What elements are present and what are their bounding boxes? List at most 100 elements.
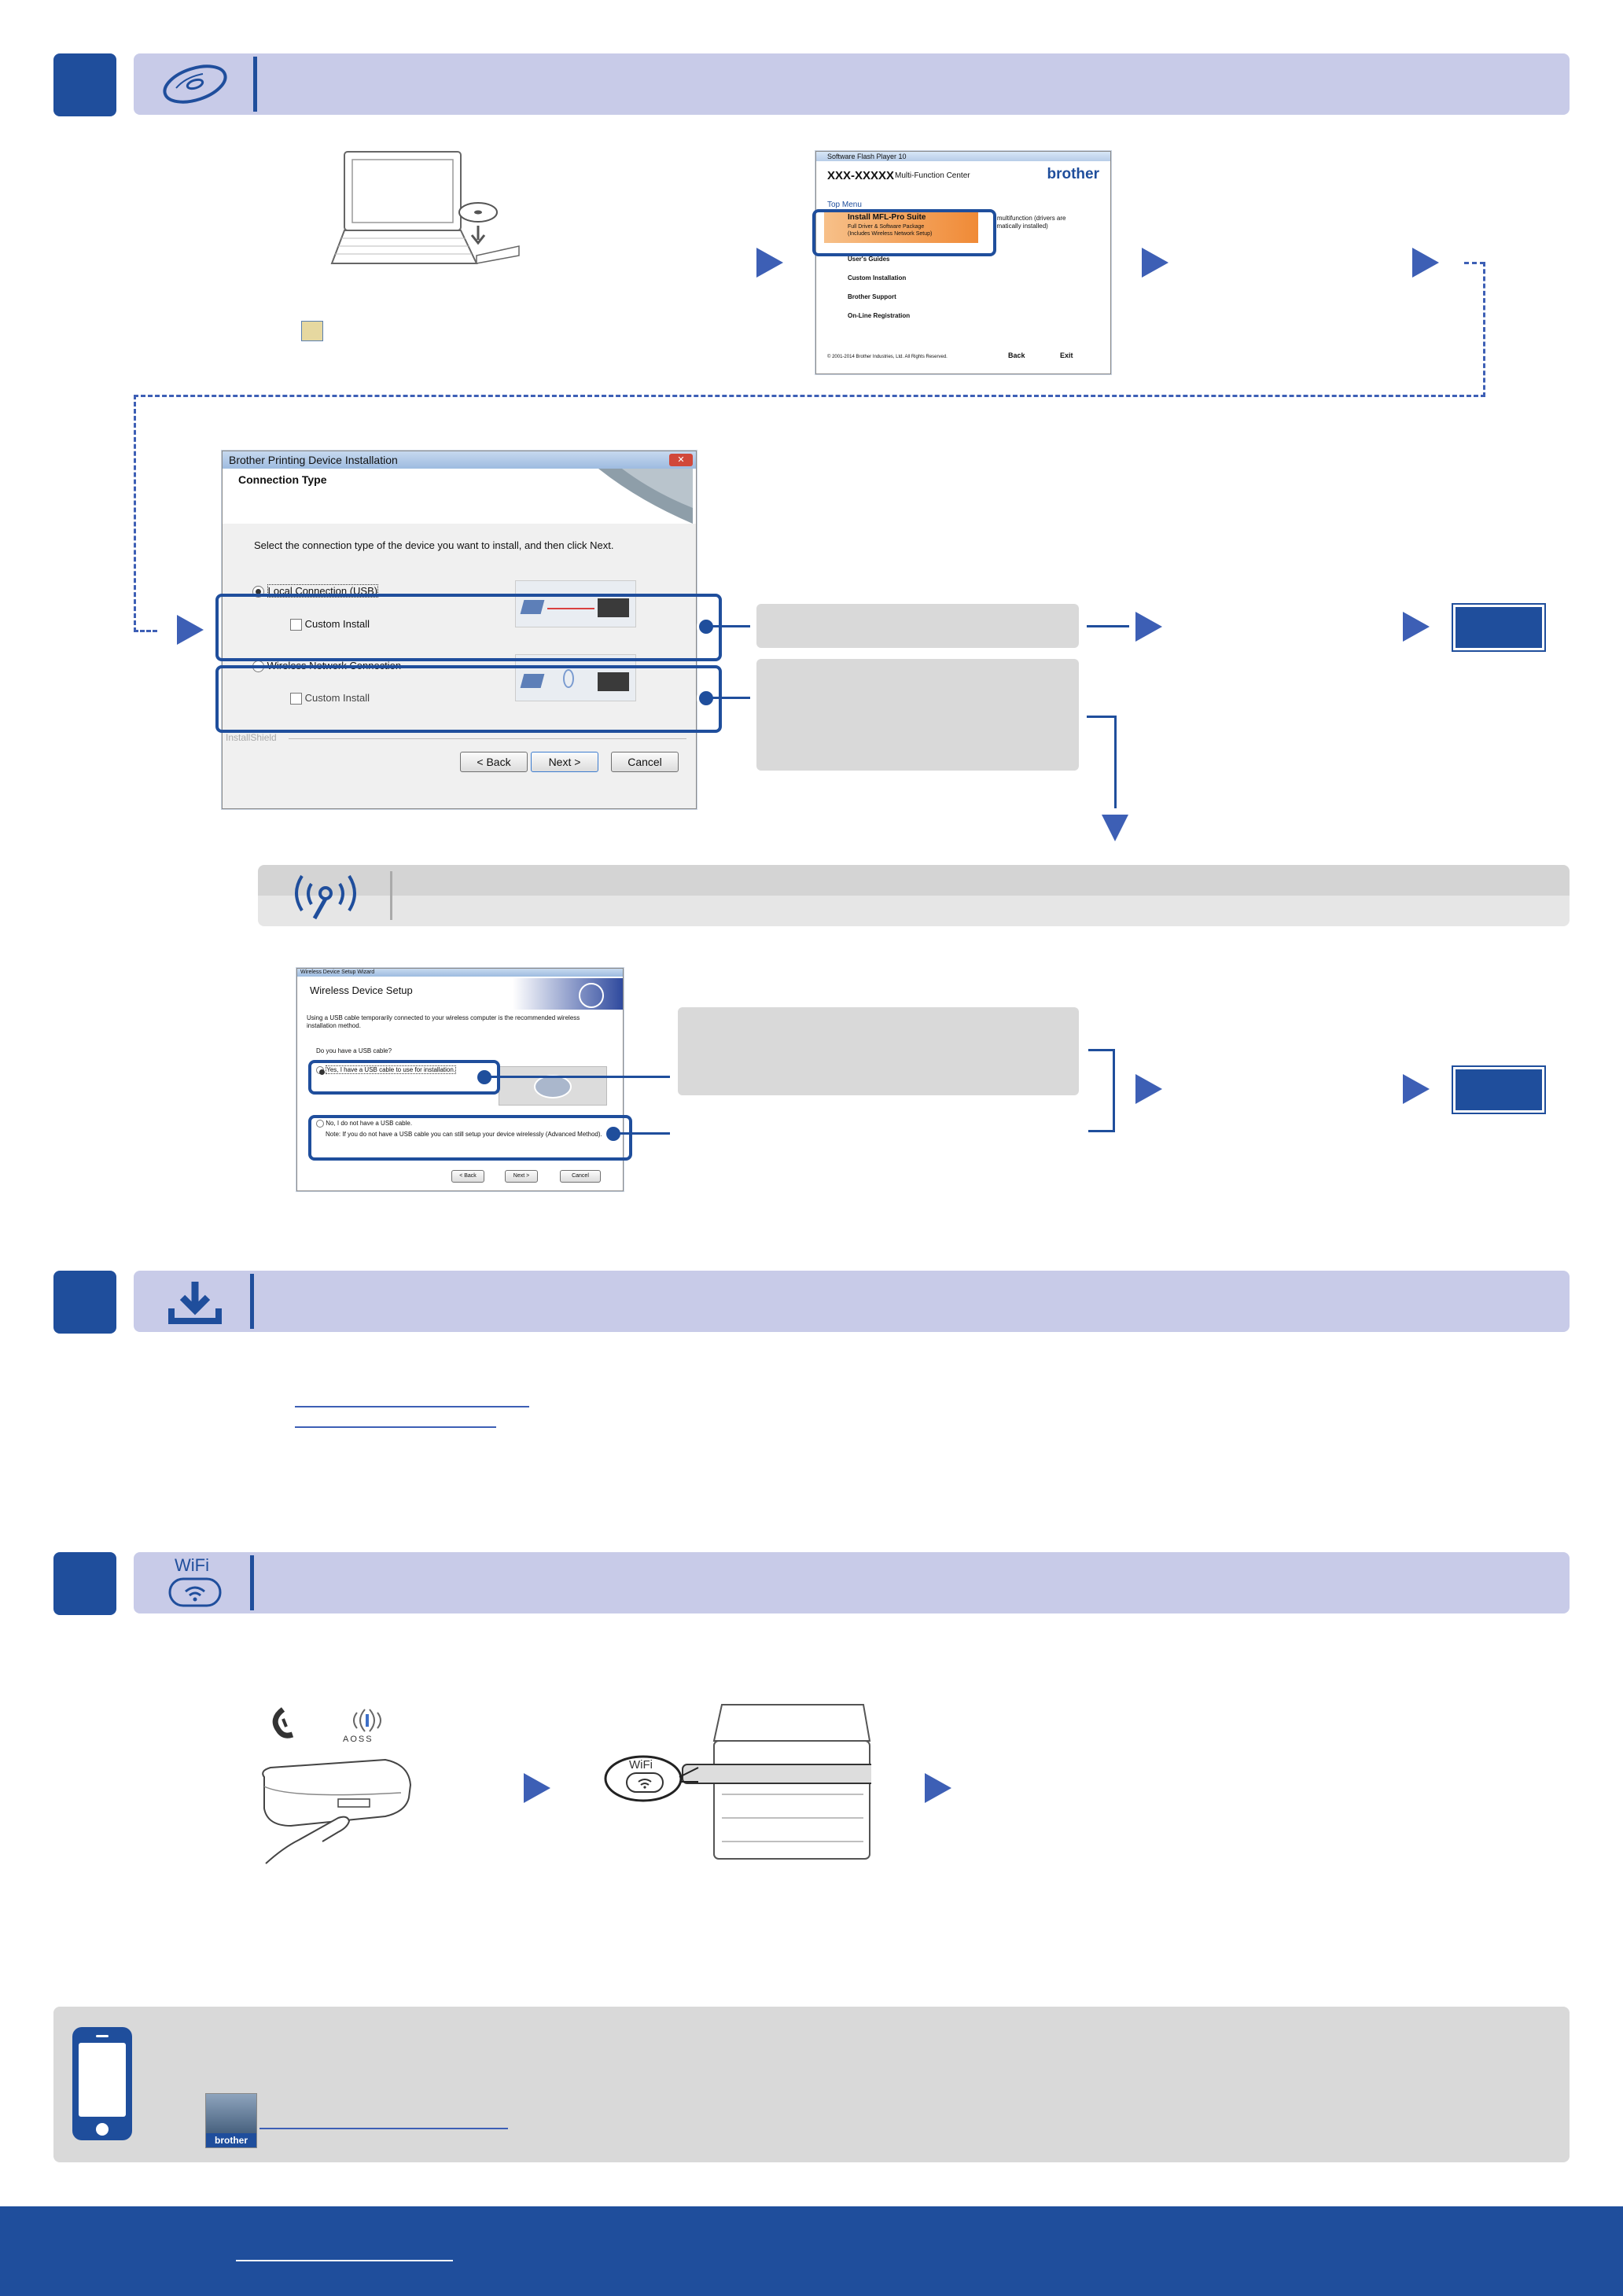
router-illustration — [262, 1758, 412, 1864]
band-divider — [250, 1555, 254, 1610]
menu-window-titlebar: Software Flash Player 10 — [816, 152, 1110, 161]
side-note-2: ematically installed) — [993, 223, 1048, 230]
connector-line — [1114, 716, 1117, 808]
wireless-banner-icon — [513, 978, 623, 1010]
folder-icon — [301, 321, 323, 341]
connection-cancel-button[interactable]: Cancel — [611, 752, 679, 772]
model-name: XXX-XXXXX — [827, 169, 895, 182]
callout-line — [620, 1132, 670, 1135]
wifi-icon — [168, 1577, 222, 1607]
decorative-swoosh-icon — [598, 469, 693, 524]
install-mfl-pro-suite[interactable]: Install MFL-Pro Suite Full Driver & Soft… — [824, 210, 978, 243]
menu-item-users-guides[interactable]: User's Guides — [848, 256, 890, 263]
section-band-wifi: WiFi — [134, 1552, 1570, 1613]
step-number-box-1 — [53, 53, 116, 116]
arrow-right — [1412, 248, 1439, 278]
band-divider — [253, 57, 257, 112]
selection-highlight-usb — [215, 594, 722, 661]
smartphone-icon — [72, 2027, 132, 2140]
wireless-info-box — [756, 659, 1079, 771]
app-link-underline[interactable] — [259, 2128, 508, 2129]
connector-line — [1087, 625, 1129, 627]
laptop-cd-illustration — [330, 151, 520, 264]
dashed-connector — [1483, 262, 1485, 397]
section-band-download — [134, 1271, 1570, 1332]
download-link-underline[interactable] — [295, 1426, 496, 1428]
wireless-cancel-button[interactable]: Cancel — [560, 1170, 601, 1183]
download-icon — [168, 1282, 222, 1324]
selection-highlight-wireless — [215, 665, 722, 733]
dashed-connector — [134, 395, 1485, 397]
menu-exit-button[interactable]: Exit — [1060, 351, 1073, 359]
download-link-underline[interactable] — [295, 1406, 529, 1407]
arrow-right — [756, 248, 783, 278]
brother-logo: brother — [1047, 166, 1100, 182]
arrow-down — [1102, 815, 1128, 841]
menu-item-online-registration[interactable]: On-Line Registration — [848, 312, 911, 319]
wireless-custom-install[interactable]: Custom Install — [290, 692, 370, 705]
usb-custom-install[interactable]: Custom Install — [290, 618, 370, 631]
wireless-custom-install-checkbox[interactable] — [290, 693, 302, 705]
menu-back-button[interactable]: Back — [1008, 351, 1025, 359]
printer-wifi-label: WiFi — [629, 1758, 653, 1772]
wireless-window-titlebar: Wireless Device Setup Wizard — [297, 969, 623, 977]
printer-illustration — [604, 1704, 871, 1860]
callout-line — [712, 697, 750, 699]
finish-button[interactable] — [1452, 603, 1546, 652]
top-menu-label: Top Menu — [827, 201, 862, 209]
wireless-next-button[interactable]: Next > — [505, 1170, 538, 1183]
copyright: © 2001-2014 Brother Industries, Ltd. All… — [827, 355, 948, 359]
wps-aoss-logos — [272, 1707, 381, 1739]
wireless-intro: Using a USB cable temporarily connected … — [307, 1014, 580, 1029]
bracket-line — [1088, 1049, 1115, 1051]
cd-disc-icon — [163, 64, 227, 104]
no-usb-option[interactable]: No, I do not have a USB cable. — [316, 1120, 412, 1128]
menu-window: Software Flash Player 10 XXX-XXXXX Multi… — [815, 151, 1111, 374]
wireless-sub-band — [258, 865, 1570, 926]
no-usb-radio[interactable] — [316, 1120, 324, 1128]
dashed-connector — [1464, 262, 1485, 264]
callout-line — [712, 625, 750, 627]
yes-usb-option[interactable]: Yes, I have a USB cable to use for insta… — [316, 1065, 457, 1075]
no-usb-note: Note: If you do not have a USB cable you… — [326, 1131, 602, 1138]
yes-usb-radio[interactable] — [316, 1066, 325, 1075]
installshield-divider — [289, 738, 686, 739]
connection-window-titlebar: Brother Printing Device Installation — [223, 451, 696, 469]
usb-cable-illustration — [499, 1066, 607, 1106]
connection-next-button[interactable]: Next > — [531, 752, 598, 772]
step-number-box-3 — [53, 1552, 116, 1615]
step-number-box-2 — [53, 1271, 116, 1334]
band-divider — [390, 871, 392, 920]
arrow-right — [1403, 1074, 1430, 1104]
footer-bar — [0, 2206, 1623, 2296]
wireless-window-header: Wireless Device Setup — [310, 984, 413, 996]
menu-item-brother-support[interactable]: Brother Support — [848, 293, 896, 300]
window-close-icon[interactable]: ✕ — [669, 454, 693, 466]
dashed-connector — [134, 395, 136, 632]
wireless-back-button[interactable]: < Back — [451, 1170, 484, 1183]
menu-item-custom-installation[interactable]: Custom Installation — [848, 274, 907, 281]
menu-subtitle: Multi-Function Center — [895, 171, 970, 180]
usb-question: Do you have a USB cable? — [316, 1047, 392, 1054]
connection-instruction: Select the connection type of the device… — [254, 539, 614, 551]
connection-header: Connection Type — [238, 473, 327, 486]
wireless-signal-icon — [295, 874, 356, 920]
arrow-right — [1135, 612, 1162, 642]
finish-button[interactable] — [1452, 1065, 1546, 1114]
section-band-cd — [134, 53, 1570, 115]
connection-header-area: Connection Type — [223, 469, 696, 524]
connection-back-button[interactable]: < Back — [460, 752, 528, 772]
arrow-right — [1142, 248, 1168, 278]
usb-connection-illustration — [515, 580, 636, 627]
footer-link-underline[interactable] — [236, 2260, 453, 2261]
usb-custom-install-checkbox[interactable] — [290, 619, 302, 631]
arrow-right — [177, 615, 204, 645]
side-note-1: r multifunction (drivers are — [993, 215, 1066, 222]
callout-line — [491, 1076, 670, 1078]
band-divider — [250, 1274, 254, 1329]
connector-line — [1087, 716, 1117, 718]
aoss-label: AOSS — [343, 1735, 374, 1744]
selection-highlight-install — [812, 209, 996, 256]
wifi-label: WiFi — [175, 1555, 209, 1575]
brother-app-icon[interactable]: brother — [205, 2093, 257, 2148]
